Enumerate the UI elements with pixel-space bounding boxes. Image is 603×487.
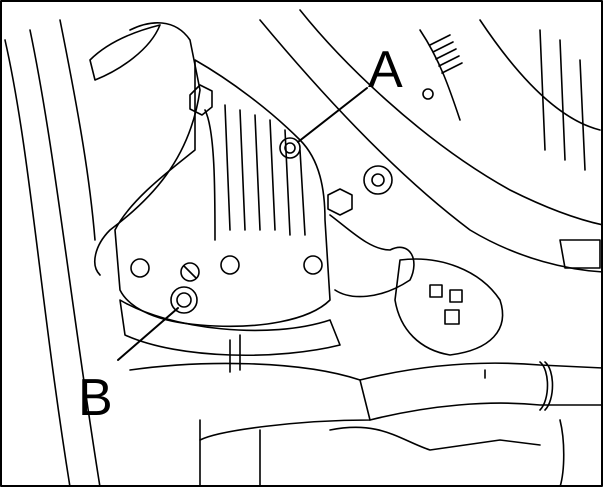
callout-line-b — [117, 307, 179, 361]
fill-plug — [279, 137, 301, 159]
driveline-components — [129, 258, 603, 487]
body-panel-left — [4, 19, 201, 487]
bolt — [220, 255, 240, 275]
bolt — [303, 255, 323, 275]
callout-label-b: B — [78, 369, 113, 427]
callout-label-a: A — [368, 41, 403, 99]
drain-plug — [170, 286, 198, 314]
crossmember — [259, 9, 603, 273]
bolt — [130, 258, 150, 278]
callout-line-a — [297, 87, 368, 143]
differential-housing — [114, 59, 415, 373]
